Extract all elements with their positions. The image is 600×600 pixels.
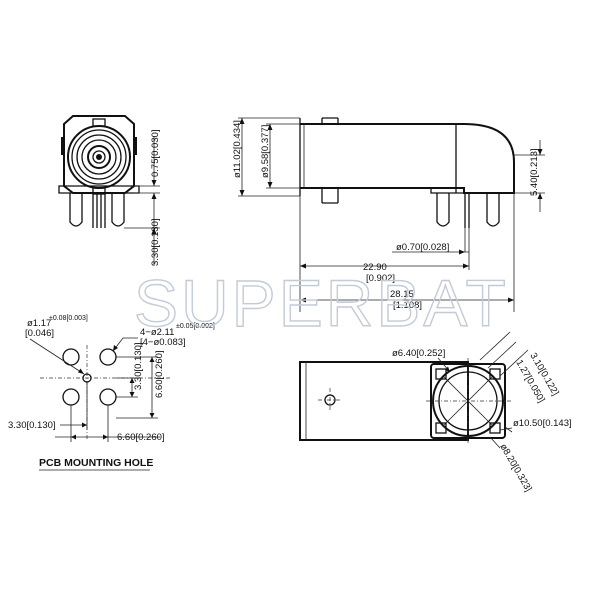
front-view: 0.75[0.030] 3.30[0.130]	[58, 115, 161, 266]
pcb-dim-large: 4−ø2.11	[140, 327, 174, 338]
pcb-dim-large-in: [4−ø0.083]	[140, 337, 186, 348]
watermark: SUPERBAT	[134, 266, 509, 340]
side-view: ø11.02[0.434] ø9.58[0.377] 5.40[0.213] ø…	[232, 117, 545, 312]
side-dim-dia-outer: ø11.02[0.434]	[232, 120, 243, 178]
front-dim-pin: 3.30[0.130]	[150, 218, 161, 266]
bottom-dim-d: ø8.20[0.323]	[497, 442, 533, 494]
pcb-dim-v2: 6.60[0.260]	[154, 350, 165, 398]
pcb-dim-h1: 3.30[0.130]	[8, 420, 56, 431]
side-dim-dia-inner: ø9.58[0.377]	[260, 125, 271, 178]
side-dim-len-b: 28.15	[390, 289, 414, 300]
front-dim-height: 0.75[0.030]	[150, 129, 161, 177]
side-dim-len-a-in: [0.902]	[366, 273, 395, 284]
bottom-view: ø6.40[0.252] 3.10[0.122] 1.27[0.050] ø10…	[299, 331, 572, 494]
side-dim-offset: 5.40[0.213]	[529, 148, 540, 196]
bottom-dim-dia-a: ø6.40[0.252]	[392, 348, 445, 359]
pcb-dim-v1: 3.30[0.130]	[133, 342, 144, 390]
pcb-tol-small: ±0.08[0.003]	[49, 315, 88, 322]
pcb-dim-small-in: [0.046]	[25, 328, 54, 339]
side-dim-len-a: 22.90	[363, 262, 387, 273]
side-dim-pin-dia: ø0.70[0.028]	[396, 242, 449, 253]
bottom-dim-c: ø10.50[0.143]	[513, 418, 572, 429]
pcb-dim-h2: 6.60[0.260]	[117, 432, 165, 443]
pcb-dim-small: ø1.17	[27, 318, 51, 329]
side-dim-len-b-in: [1.108]	[393, 300, 422, 311]
pcb-mounting-hole: ±0.08[0.003] ø1.17 [0.046] ±0.05[0.002] …	[8, 315, 215, 471]
pcb-tol-large: ±0.05[0.002]	[176, 323, 215, 330]
pcb-title: PCB MOUNTING HOLE	[39, 457, 153, 469]
